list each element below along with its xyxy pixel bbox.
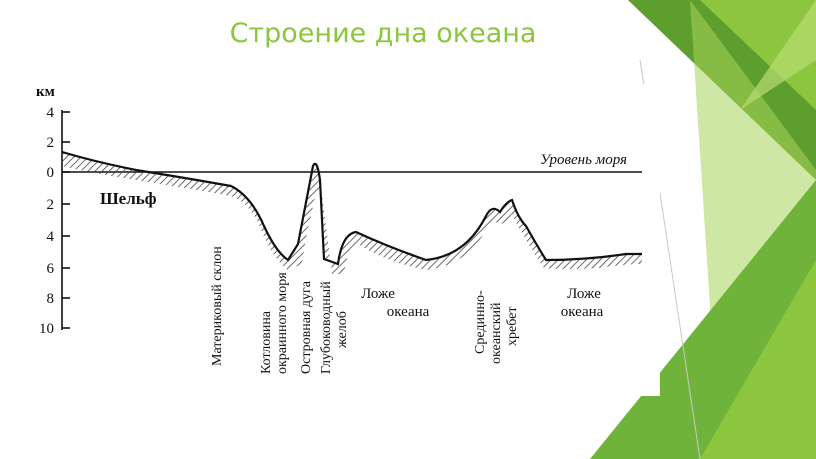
decor-triangle-light	[700, 0, 816, 110]
shelf-label: Шельф	[100, 189, 157, 208]
ocean-floor-2-label-line1: Ложе	[567, 286, 601, 302]
sea-level-label: Уровень моря	[540, 152, 627, 168]
continental-slope-label: Материковый склон	[210, 246, 225, 366]
decor-sliver	[740, 0, 816, 110]
marginal-basin-label-line2: окраинного моря	[275, 272, 290, 374]
ridge-label-line3: хребет	[505, 307, 520, 346]
ocean-floor-2-label-line2: океана	[561, 304, 604, 320]
depth-tick-label: 0	[47, 165, 55, 181]
figure-background	[26, 84, 660, 396]
depth-tick-label: 4	[47, 229, 55, 245]
island-arc-label: Островная дуга	[299, 280, 314, 374]
decor-triangle-bottom-light	[700, 260, 816, 459]
depth-tick-label: 4	[47, 105, 55, 121]
ocean-floor-1-label-line2: океана	[387, 304, 430, 320]
marginal-basin-label-line1: Котловина	[259, 310, 274, 374]
depth-tick-label: 2	[47, 135, 55, 151]
ocean-floor-diagram: км 4 2 0 2 4 6 8 10 Уровень моря Шельф Материко…	[26, 84, 660, 396]
unit-label: км	[36, 84, 55, 100]
seafloor-profile	[61, 150, 642, 266]
ridge-label-line2: океанский	[489, 302, 504, 364]
depth-tick-label: 2	[47, 197, 55, 213]
trench-label-line1: Глубоководный	[319, 281, 334, 374]
ocean-floor-1-label-line1: Ложе	[361, 286, 395, 302]
depth-tick-label: 10	[39, 321, 54, 337]
slide-title: Строение дна океана	[229, 18, 537, 49]
ridge-label-line1: Срединно-	[473, 290, 488, 354]
depth-tick-label: 8	[47, 291, 55, 307]
trench-label-line2: желоб	[335, 311, 350, 349]
depth-tick-label: 6	[47, 261, 55, 277]
